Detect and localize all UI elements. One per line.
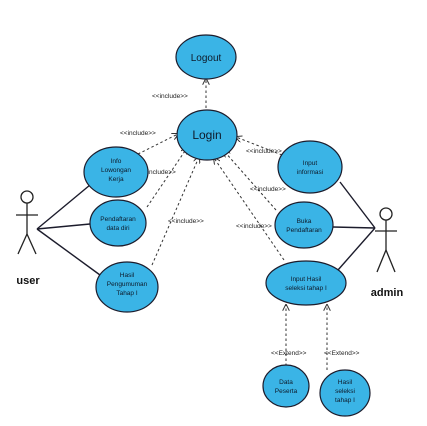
usecase-data-peserta: Data Peserta — [262, 364, 310, 408]
usecase-hasil-pengumuman-line1: Hasil — [120, 272, 135, 279]
usecase-input-hasil-line2: seleksi tahap I — [285, 285, 327, 292]
usecase-info-lowongan: Info Lowongan Kerja — [83, 146, 149, 198]
usecase-info-lowongan-line2: Lowongan — [101, 167, 131, 174]
include-label-input-info: <<include>> — [246, 148, 282, 155]
include-line-pendaftaran-login — [146, 148, 187, 208]
usecase-login-label: Login — [192, 128, 221, 142]
usecase-buka-line2: Pendaftaran — [286, 227, 322, 234]
assoc-admin-input-hasil — [337, 227, 376, 271]
usecase-hasil-pengumuman: Hasil Pengumuman Tahap I — [95, 261, 159, 313]
usecase-data-peserta-line2: Peserta — [275, 388, 298, 395]
include-label-logout: <<include>> — [152, 93, 188, 100]
actor-admin-head — [379, 207, 393, 221]
include-label-input-hasil: <<include>> — [236, 223, 272, 230]
include-line-input-hasil-login — [214, 158, 285, 261]
usecase-buka-line1: Buka — [297, 218, 312, 225]
actor-admin-label: admin — [371, 287, 404, 299]
usecase-hasil-seleksi-line3: tahap I — [335, 397, 355, 404]
include-line-buka-login — [224, 151, 277, 211]
extend-label-data-peserta: <<Extend>> — [271, 350, 307, 357]
usecase-input-informasi-line1: Input — [303, 160, 318, 167]
usecase-hasil-pengumuman-line3: Tahap I — [116, 290, 138, 297]
actor-admin: admin — [371, 207, 404, 299]
include-label-hasil: <<include>> — [168, 218, 204, 225]
assoc-admin-buka — [332, 226, 376, 229]
extend-label-hasil-seleksi: <<Extend>> — [324, 350, 360, 357]
usecase-input-hasil-line1: Input Hasil — [291, 276, 322, 283]
usecase-info-lowongan-line3: Kerja — [108, 176, 124, 183]
assoc-admin-input-info — [339, 181, 376, 229]
include-label-buka: <<include>> — [250, 186, 286, 193]
actor-user-head — [20, 190, 34, 204]
usecase-input-hasil-seleksi: Input Hasil seleksi tahap I — [265, 260, 347, 306]
actor-user-label: user — [16, 275, 40, 287]
include-line-info-login — [137, 134, 178, 155]
usecase-logout: Logout — [175, 34, 237, 80]
assoc-user-hasil — [36, 228, 101, 276]
actor-user: user — [16, 190, 40, 287]
usecase-input-informasi: Input informasi — [277, 140, 343, 194]
usecase-hasil-seleksi-line1: Hasil — [338, 379, 353, 386]
usecase-info-lowongan-line1: Info — [111, 158, 122, 165]
assoc-user-pendaftaran — [36, 223, 91, 230]
usecase-pendaftaran-line2: data diri — [106, 225, 129, 232]
assoc-user-info — [36, 179, 97, 230]
usecase-pendaftaran-line1: Pendaftaran — [100, 216, 136, 223]
usecase-buka-pendaftaran: Buka Pendaftaran — [274, 201, 334, 249]
usecase-hasil-seleksi-tahap: Hasil seleksi tahap I — [319, 369, 371, 417]
usecase-data-peserta-line1: Data — [279, 379, 293, 386]
include-label-info: <<include>> — [120, 130, 156, 137]
usecase-input-informasi-line2: informasi — [297, 169, 323, 176]
usecase-login: Login — [176, 109, 238, 161]
usecase-pendaftaran-data-diri: Pendaftaran data diri — [89, 199, 147, 247]
usecase-hasil-seleksi-line2: seleksi — [335, 388, 355, 395]
usecase-logout-label: Logout — [191, 53, 222, 64]
include-label-pendaftaran: <<include>> — [140, 169, 176, 176]
include-line-input-info-login — [236, 137, 283, 156]
usecase-hasil-pengumuman-line2: Pengumuman — [107, 281, 148, 288]
